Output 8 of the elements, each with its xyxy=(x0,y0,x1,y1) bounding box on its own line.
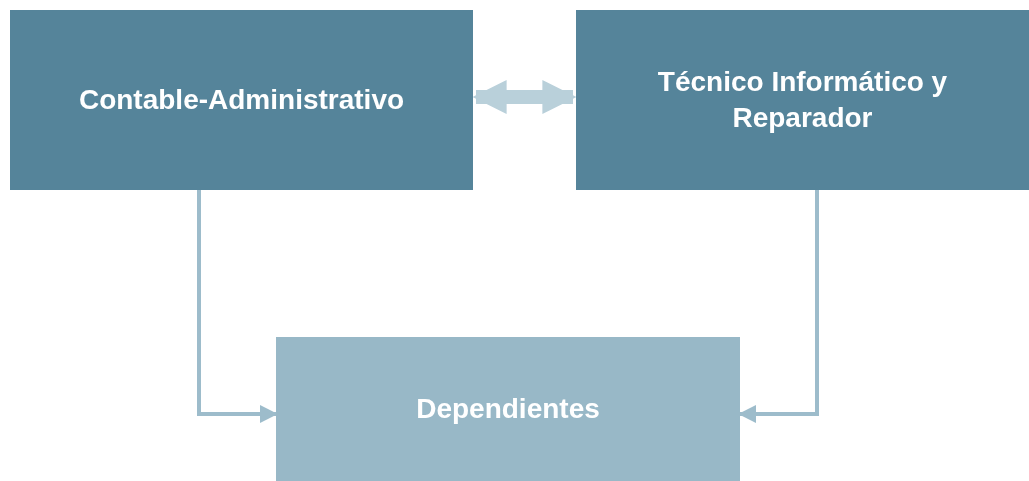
process-box xyxy=(576,10,1029,190)
box-label: Contable-Administrativo xyxy=(78,82,405,117)
arrow xyxy=(197,190,278,423)
box-label: Técnico Informático y Reparador xyxy=(656,64,949,135)
process-box xyxy=(276,337,740,481)
box-label: Dependientes xyxy=(416,391,600,426)
process-box xyxy=(10,10,473,190)
arrow xyxy=(472,80,577,114)
